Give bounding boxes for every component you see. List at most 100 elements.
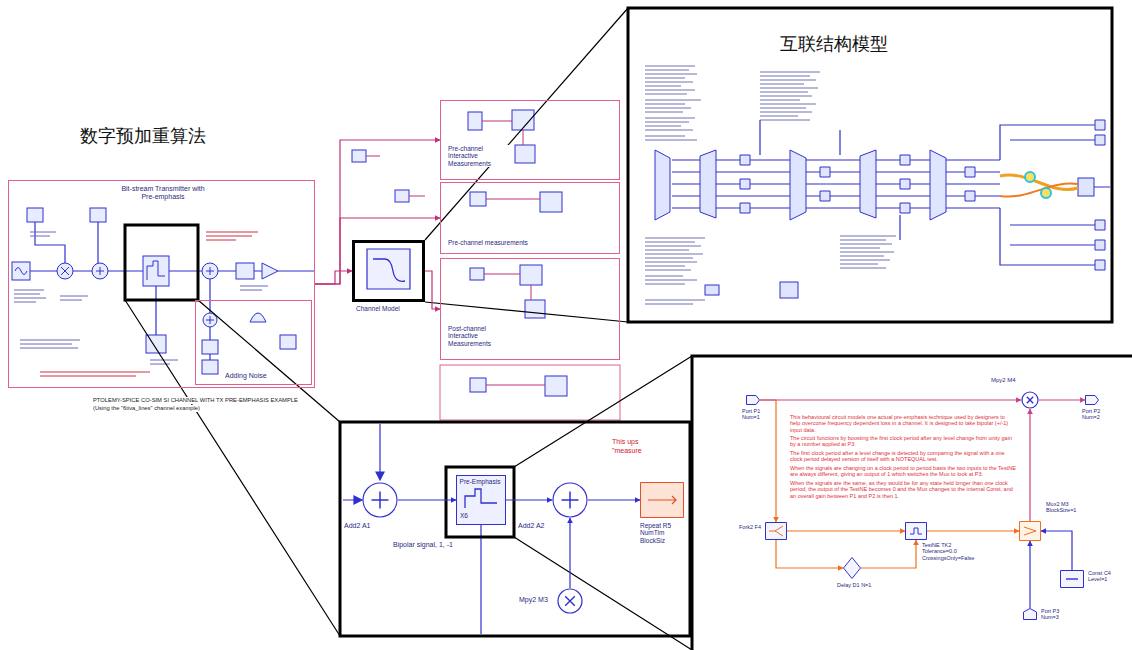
text-slot: Delay D1 N=1 [837, 582, 877, 588]
adder-symbol-outline [362, 482, 398, 518]
repeat-block-outline [640, 482, 684, 518]
symbol-stroke [641, 483, 684, 518]
signal-wire [927, 530, 1019, 531]
probe-trace [1041, 188, 1051, 198]
symbol-stroke [766, 523, 787, 540]
text-slot: The circuit functions by boosting the fi… [790, 435, 1016, 448]
interconnect-element [1078, 178, 1094, 196]
node-label: Pre-channel measurements [447, 239, 529, 246]
zoom-inset: 互联结构模型 [628, 8, 1112, 322]
transmitter-wire [35, 222, 98, 263]
node-label: Repeat R5 NumTim BlockSiz [640, 522, 688, 544]
node-label: Mpy2 M3 [519, 596, 548, 604]
node-label: Delay D1 N=1 [837, 582, 877, 588]
text-slot: Port P2 Num=2 [1082, 408, 1116, 421]
signal-wire [588, 499, 640, 500]
interconnect-fine-print [840, 236, 896, 268]
interconnect-fine-print [645, 66, 896, 304]
interconnect-element [790, 150, 806, 220]
block-symbol [15, 261, 214, 324]
signal-wire [398, 499, 456, 500]
signal-wire [1029, 409, 1030, 521]
text-slot: Bipolar signal, 1, -1 [392, 541, 454, 549]
symbol-stroke [1027, 397, 1033, 403]
measurement-panel: Pre-channel measurements [440, 182, 620, 254]
symbol-stroke [844, 558, 861, 579]
measurement-block [520, 265, 542, 285]
signal-wire [776, 540, 843, 568]
interconnect-element [780, 282, 798, 298]
transmitter-block [12, 262, 30, 280]
interconnect-bus [672, 160, 1000, 208]
transmitter-block [27, 208, 43, 222]
measurement-block [352, 110, 567, 396]
note-text: This ups [612, 438, 638, 446]
port-symbol-outline [1023, 608, 1037, 620]
symbol-stroke [363, 483, 397, 517]
signal-wire [425, 271, 440, 309]
text-slot: The first clock period after a level cha… [790, 450, 1016, 463]
measurement-panel: Post-channel Interactive Measurements [440, 258, 620, 360]
repeat-block: Repeat R5 NumTim BlockSiz [640, 482, 684, 518]
measurement-block [352, 150, 366, 162]
measurement-block [470, 268, 484, 280]
channel-model-block-outline [355, 243, 422, 299]
fine-print-red [40, 232, 258, 376]
fork-block-outline [765, 522, 787, 540]
text-slot: Channel Model [355, 305, 401, 312]
schematic-caption: (Using the "6tiva_lines" channel example… [92, 405, 201, 412]
node-label: Post-channel Interactive Measurements [447, 325, 511, 347]
symbol-stroke [1020, 522, 1041, 541]
multiplier-symbol-outline [557, 588, 583, 614]
mux-block-outline [1019, 521, 1041, 541]
node-label: Adding Noise [224, 372, 268, 380]
signal-wire [1029, 541, 1030, 608]
channel-model-block: Channel Model [352, 240, 425, 302]
port-symbol: Port P3 Num=3 [1023, 608, 1037, 620]
zoom-leader [125, 300, 340, 636]
transmitter-block [202, 340, 218, 354]
symbol-stroke [565, 596, 575, 606]
transmitter-block [12, 208, 296, 374]
port-symbol: Port P1 Num=1 [746, 395, 760, 405]
block-symbol [15, 268, 27, 275]
text-slot: Mpy2 M4 [991, 377, 1016, 384]
delay-block-outline [843, 557, 861, 579]
symbol-stroke [465, 489, 497, 508]
schematic-panel: Adding Noise [195, 300, 312, 385]
interconnect-bus [672, 120, 1110, 265]
inset-title: 互联结构模型 [780, 34, 888, 55]
panel-frame [440, 365, 620, 420]
symbol-stroke [373, 259, 405, 281]
signal-wire [569, 518, 570, 588]
signal-wire [1041, 531, 1072, 570]
measurement-block [470, 378, 486, 392]
fork-block: Fork2 F4 [765, 522, 787, 540]
interconnect-element [655, 120, 1105, 298]
interconnect-fine-print [645, 66, 701, 140]
fine-print-red [40, 232, 258, 376]
node-label: Const C4 Level=1 [1088, 570, 1128, 583]
text-slot: Adding Noise [224, 372, 268, 380]
transmitter-block [90, 208, 106, 222]
zoom-inset: This ups"measureAdd2 A1Pre-EmphasisX6Add… [340, 422, 690, 636]
node-label: TestNE TK2 Tolerance=0.0 CrossingsOnly=F… [922, 542, 984, 561]
port-symbol-outline [746, 395, 760, 405]
symbol-stroke [553, 483, 587, 517]
node-label: Bit-stream Transmitter with Pre-emphasis [117, 185, 209, 201]
interconnect-element [860, 150, 876, 218]
inset-frame [628, 8, 1112, 322]
node-label: Pre-Emphasis [457, 478, 503, 485]
port-symbol-outline [1085, 395, 1099, 405]
interconnect-element [655, 150, 670, 220]
transmitter-block [262, 263, 278, 279]
text-slot: PTOLEMY-SPICE CO-SIM SI CHANNEL WITH TX … [92, 397, 299, 404]
node-label: Mpy2 M4 [991, 377, 1016, 384]
measurement-wire [366, 121, 545, 385]
fine-print [14, 232, 268, 364]
signal-wire [760, 399, 1021, 400]
zoom-leader [514, 356, 692, 650]
text-slot: Bit-stream Transmitter with Pre-emphasis [117, 185, 209, 201]
